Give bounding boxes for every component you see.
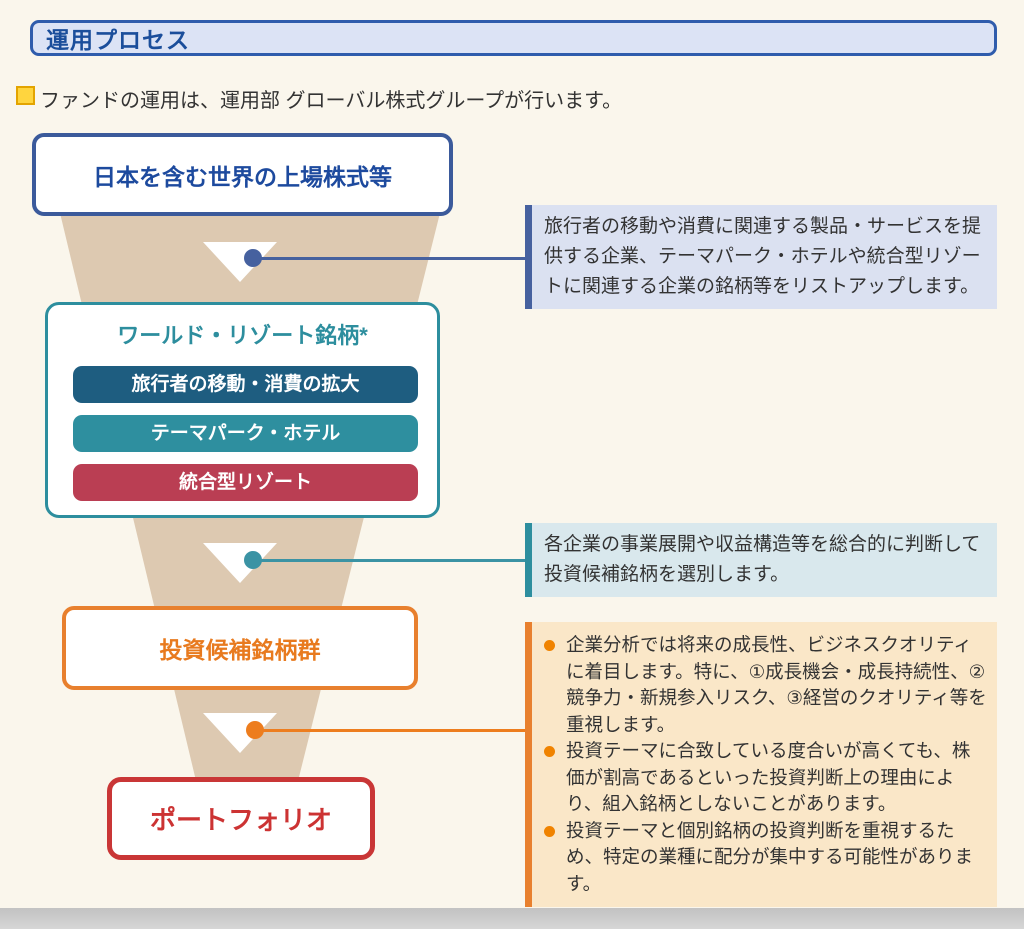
theme-bar-themepark-hotel: テーマパーク・ホテル xyxy=(73,415,418,452)
callout-selection: 各企業の事業展開や収益構造等を総合的に判断して投資候補銘柄を選別します。 xyxy=(525,523,997,597)
page-title: 運用プロセス xyxy=(46,27,190,53)
analysis-bullet-3-text: 投資テーマと個別銘柄の投資判断を重視するため、特定の業種に配分が集中する可能性が… xyxy=(566,819,974,894)
intro-text: ファンドの運用は、運用部 グローバル株式グループが行います。 xyxy=(40,90,623,112)
analysis-bullet-1-text: 企業分析では将来の成長性、ビジネスクオリティに着目します。特に、①成長機会・成長… xyxy=(566,634,987,735)
yellow-square-icon xyxy=(16,86,35,105)
connector-line xyxy=(253,559,525,562)
portfolio-label: ポートフォリオ xyxy=(149,805,332,835)
theme-bar-travel-consumption: 旅行者の移動・消費の拡大 xyxy=(73,366,418,403)
callout-listup: 旅行者の移動や消費に関連する製品・サービスを提供する企業、テーマパーク・ホテルや… xyxy=(525,205,997,309)
universe-label: 日本を含む世界の上場株式等 xyxy=(93,163,392,190)
theme-bar-integrated-resort: 統合型リゾート xyxy=(73,464,418,501)
bullet-icon xyxy=(544,825,555,837)
bullet-icon xyxy=(544,746,555,757)
down-arrow-icon xyxy=(203,713,277,753)
world-resort-box: ワールド・リゾート銘柄* 旅行者の移動・消費の拡大 テーマパーク・ホテル 統合型… xyxy=(45,302,440,518)
callout-analysis: 企業分析では将来の成長性、ビジネスクオリティに着目します。特に、①成長機会・成長… xyxy=(525,622,997,907)
down-arrow-icon xyxy=(203,242,277,282)
section-header: 運用プロセス xyxy=(30,20,997,56)
analysis-bullet-2-text: 投資テーマに合致している度合いが高くても、株価が割高であるといった投資判断上の理… xyxy=(566,740,971,814)
candidate-label: 投資候補銘柄群 xyxy=(159,637,321,663)
callout-selection-text: 各企業の事業展開や収益構造等を総合的に判断して投資候補銘柄を選別します。 xyxy=(544,534,981,585)
bullet-icon xyxy=(544,640,555,651)
analysis-bullet-3: 投資テーマと個別銘柄の投資判断を重視するため、特定の業種に配分が集中する可能性が… xyxy=(542,818,987,898)
candidate-box: 投資候補銘柄群 xyxy=(62,606,418,690)
analysis-bullet-1: 企業分析では将来の成長性、ビジネスクオリティに着目します。特に、①成長機会・成長… xyxy=(542,632,987,738)
callout-listup-text: 旅行者の移動や消費に関連する製品・サービスを提供する企業、テーマパーク・ホテルや… xyxy=(544,216,982,297)
down-arrow-icon xyxy=(203,543,277,583)
bottom-edge xyxy=(0,908,1024,929)
analysis-bullet-2: 投資テーマに合致している度合いが高くても、株価が割高であるといった投資判断上の理… xyxy=(542,738,987,818)
connector-line xyxy=(255,729,525,732)
intro-row: ファンドの運用は、運用部 グローバル株式グループが行います。 xyxy=(16,84,622,113)
world-resort-title: ワールド・リゾート銘柄* xyxy=(117,323,368,348)
connector-line xyxy=(253,257,525,260)
portfolio-box: ポートフォリオ xyxy=(107,777,375,860)
universe-box: 日本を含む世界の上場株式等 xyxy=(32,133,453,216)
